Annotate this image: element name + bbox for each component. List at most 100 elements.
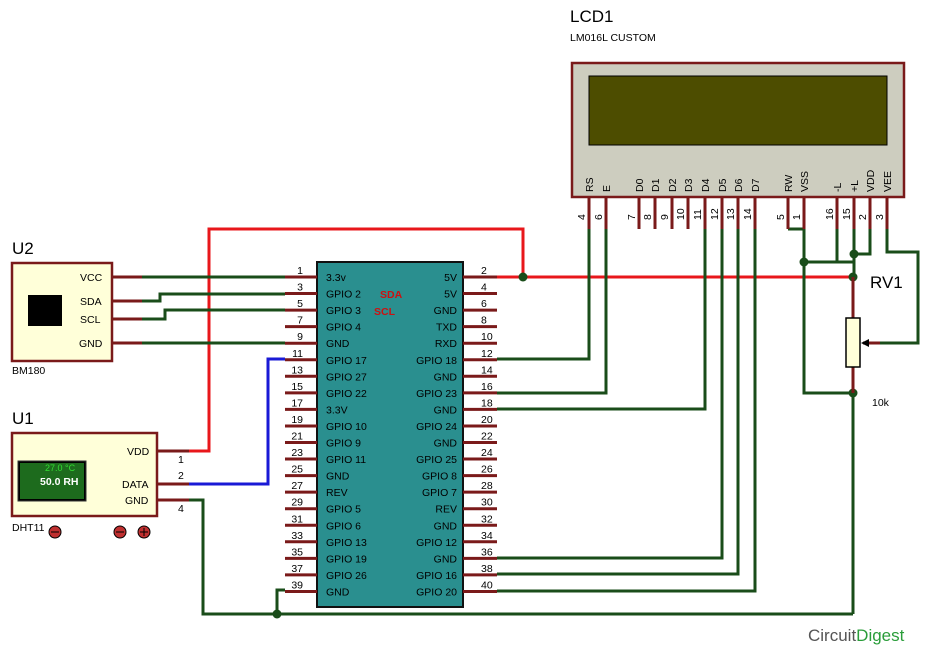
rpi-pin-num-35: 35: [291, 546, 303, 558]
rpi-pin-label-4: 5V: [444, 289, 457, 301]
rpi-pin-num-29: 29: [291, 497, 303, 509]
rpi-pin-num-38: 38: [481, 563, 493, 575]
lcd-pin-num-9: 9: [659, 214, 671, 220]
lcd-pin-num-1: 1: [791, 214, 803, 220]
rpi-pin-label-19: GPIO 10: [326, 421, 367, 433]
rv1-ref: RV1: [870, 273, 903, 292]
lcd-pin-num-14: 14: [742, 208, 754, 220]
lcd-module: LCD1 LM016L CUSTOM RS4E6D07D18D29D310D41…: [570, 7, 906, 229]
wire-d5-gpio16: [497, 229, 724, 560]
u1-ref: U1: [12, 409, 34, 428]
lcd-pin-label-D0: D0: [634, 178, 646, 192]
lcd-pin-num-10: 10: [675, 208, 687, 220]
rpi-pin-label-7: GPIO 4: [326, 322, 361, 334]
u2-pin-scl: SCL: [80, 314, 101, 326]
rpi-pin-num-14: 14: [481, 364, 493, 376]
u1-readout-temp: 27.0 °C: [45, 463, 76, 473]
lcd-pin-num-3: 3: [874, 214, 886, 220]
wire-vee-wiper: [863, 229, 920, 345]
wire-e-gpio23: [497, 229, 608, 395]
rpi-pin-label-21: GPIO 9: [326, 438, 361, 450]
circuitdigest-logo: CircuitDigest: [808, 626, 905, 645]
rpi-pin-label-23: GPIO 11: [326, 454, 366, 466]
rpi-pin-label-22: GND: [434, 438, 458, 450]
lcd-pin-num-12: 12: [709, 208, 721, 220]
rpi-pin-label-10: RXD: [435, 338, 458, 350]
rpi-pin-label-14: GND: [434, 371, 458, 383]
wire-gnd39: [275, 588, 285, 614]
u2-sensor-chip: [28, 295, 62, 326]
rpi-pin-label-27: REV: [326, 487, 348, 499]
rpi-pin-num-9: 9: [297, 331, 303, 343]
rpi-pin-label-32: GND: [434, 520, 458, 532]
lcd-pin-label-D7: D7: [750, 178, 762, 192]
rpi-pin-label-33: GPIO 13: [326, 537, 367, 549]
rpi-pin-num-11: 11: [292, 348, 303, 360]
rpi-pin-num-12: 12: [481, 348, 493, 360]
wire-dht-data-gpio17: [189, 357, 285, 486]
wire-rw-vss-gnd: [788, 227, 853, 395]
lcd-pin-num-7: 7: [626, 214, 638, 220]
rpi-pin-label-11: GPIO 17: [326, 355, 367, 367]
junctions: [272, 249, 859, 619]
wire-vdd-lcd: [854, 229, 872, 256]
rpi-pin-num-22: 22: [481, 431, 493, 443]
lcd-pin-num-6: 6: [593, 214, 605, 220]
lcd-screen: [588, 75, 888, 146]
u1-pin-vdd: VDD: [127, 446, 150, 458]
wires: [112, 227, 920, 616]
u1-readout-rh: 50.0 RH: [40, 476, 79, 488]
u1-buttons: [48, 525, 151, 539]
lcd-model: LM016L CUSTOM: [570, 32, 656, 44]
lcd-pin-label-VSS: VSS: [799, 171, 811, 192]
rpi-pin-num-5: 5: [297, 298, 303, 310]
lcd-ref: LCD1: [570, 7, 613, 26]
rpi-pin-label-18: GND: [434, 404, 458, 416]
rpi-pin-label-20: GPIO 24: [416, 421, 457, 433]
rpi-pin-num-1: 1: [297, 265, 303, 277]
rpi-pin-label-29: GPIO 5: [326, 504, 361, 516]
rpi-pin-num-17: 17: [291, 397, 303, 409]
wire-d7-gpio21: [497, 229, 757, 593]
wire-dht-vdd-to-5v: [189, 227, 525, 453]
rpi-pin-num-31: 31: [291, 513, 303, 525]
rv1-value: 10k: [872, 397, 890, 409]
rpi-pin-num-18: 18: [481, 397, 493, 409]
junction-vss: [799, 257, 809, 267]
u2-module: U2 BM180 VCC SDA SCL GND: [10, 239, 142, 377]
rpi-pin-label-36: GND: [434, 553, 458, 565]
lcd-pin-num-4: 4: [576, 214, 588, 220]
wire-d4-gpio24: [497, 229, 707, 411]
u1-pin-data: DATA: [122, 479, 148, 491]
lcd-pin-num-16: 16: [824, 208, 836, 220]
rpi-pin-label-3: GPIO 2: [326, 289, 361, 301]
rpi-pin-label-12: GPIO 18: [416, 355, 457, 367]
u1-module: U1 27.0 °C 50.0 RH DHT11 VDD DATA GND 1 …: [10, 409, 189, 539]
rpi-pin-label-24: GPIO 25: [416, 454, 457, 466]
lcd-pin-num-8: 8: [642, 214, 654, 220]
rpi-pin-num-25: 25: [291, 464, 303, 476]
rv1-potentiometer: RV1 10k: [845, 273, 903, 409]
lcd-pin-label-VEE: VEE: [882, 171, 894, 192]
u1-pin-gnd: GND: [125, 495, 149, 507]
rpi-pin-label-15: GPIO 22: [326, 388, 367, 400]
junction-5v: [518, 272, 528, 282]
rpi-pin-num-8: 8: [481, 315, 487, 327]
rpi-pin-label-16: GPIO 23: [416, 388, 457, 400]
rpi-pin-num-10: 10: [481, 331, 493, 343]
rpi-pin-label-35: GPIO 19: [326, 553, 367, 565]
u2-pin-gnd: GND: [79, 338, 103, 350]
rpi-pin-num-28: 28: [481, 480, 493, 492]
wire-dht-gnd-return: [189, 498, 853, 616]
rpi-pin-num-33: 33: [291, 530, 303, 542]
logo-part-2: Digest: [856, 626, 904, 645]
lcd-pin-num-13: 13: [725, 208, 737, 220]
rpi-pin-label-13: GPIO 27: [326, 371, 367, 383]
rpi-pin-label-9: GND: [326, 338, 350, 350]
rpi-pin-label-37: GPIO 26: [326, 570, 367, 582]
lcd-pin-label-D1: D1: [650, 178, 662, 192]
